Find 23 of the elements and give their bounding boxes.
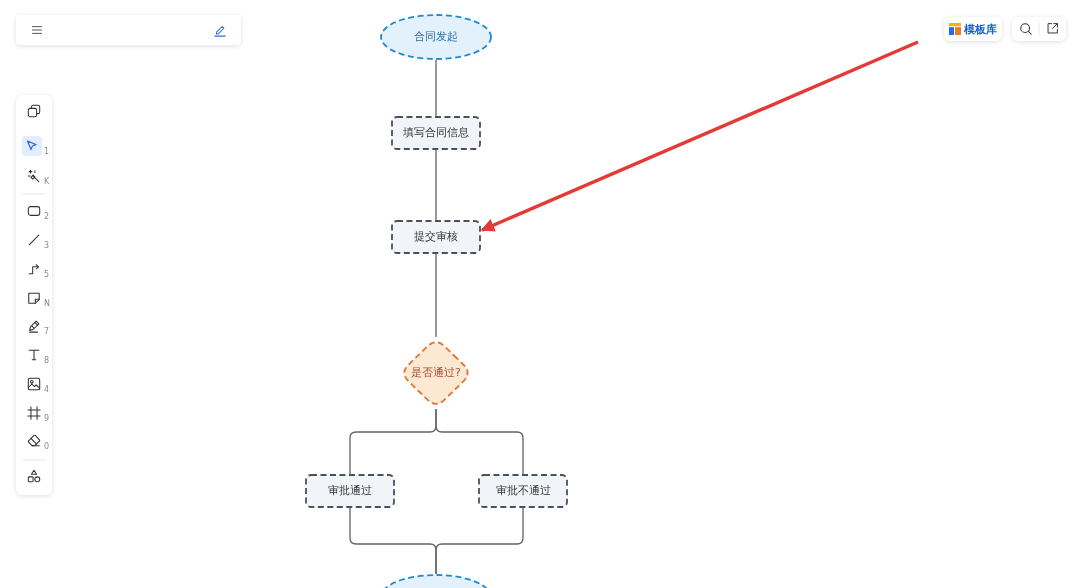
connector-line xyxy=(435,59,437,117)
shortcut-key: 1 xyxy=(44,148,50,156)
shortcut-key: 0 xyxy=(44,443,50,451)
template-button: 模板库 xyxy=(944,17,1002,41)
connector-line xyxy=(435,149,437,221)
process-box: 提交审核 xyxy=(391,220,481,254)
shortcut-key: 8 xyxy=(44,357,50,365)
process-box: 审批通过 xyxy=(305,474,395,508)
arrow xyxy=(480,40,919,232)
shortcut-key: 5 xyxy=(44,271,50,279)
process-box: 审批不通过 xyxy=(478,474,568,508)
shortcut-key: 7 xyxy=(44,328,50,336)
shortcut-key: 3 xyxy=(44,242,50,250)
shortcut-key: K xyxy=(44,178,50,186)
shortcut-key: 2 xyxy=(44,213,50,221)
connector-line xyxy=(435,253,437,338)
shortcut-key: 9 xyxy=(44,415,50,423)
shortcut-key: N xyxy=(44,300,50,308)
connector-line xyxy=(435,408,524,475)
shortcut-key: 4 xyxy=(44,386,50,394)
process-box: 填写合同信息 xyxy=(391,116,481,150)
connector-line xyxy=(435,507,524,575)
terminal-ellipse: 合同发起 xyxy=(380,14,492,60)
